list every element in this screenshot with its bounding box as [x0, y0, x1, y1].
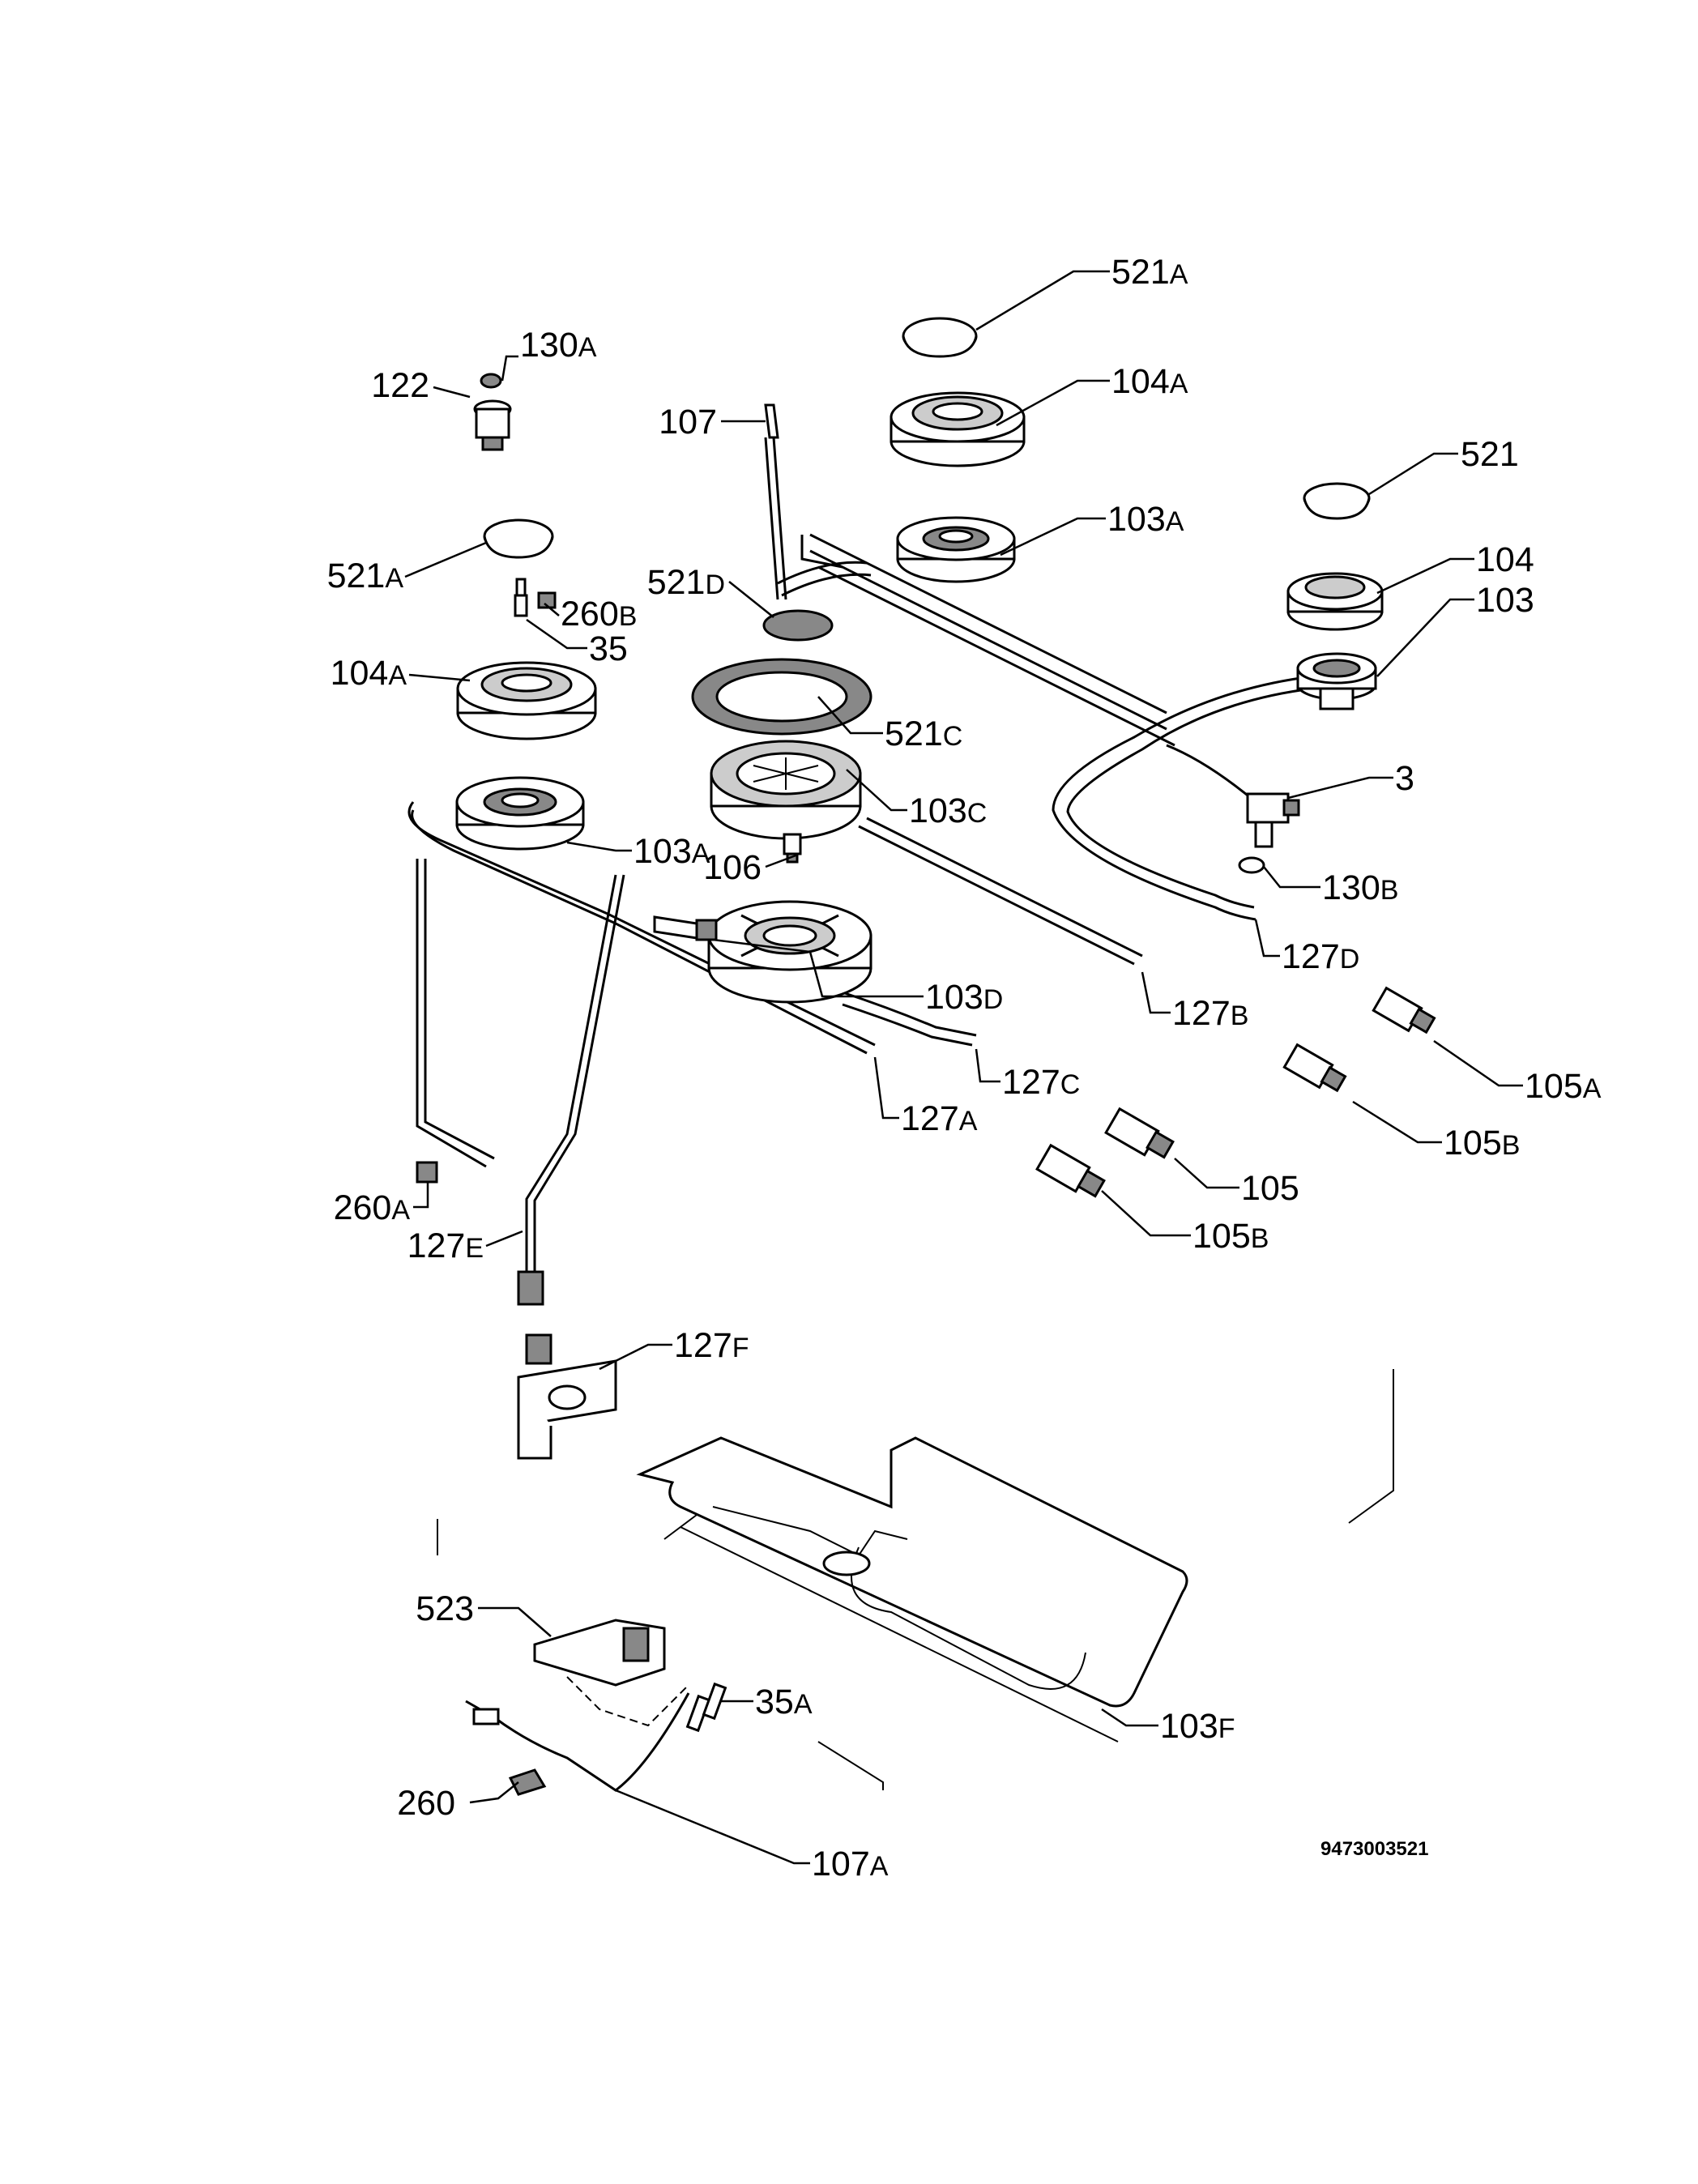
burner-base-103d — [707, 900, 872, 1004]
diagram-code: 9473003521 — [1320, 1838, 1428, 1860]
burner-crown-104a-top — [890, 391, 1026, 467]
injector-106 — [783, 833, 802, 864]
label-103a-left: 103A — [634, 832, 710, 871]
spark-plug-35 — [514, 578, 528, 617]
injector-105b-low — [1035, 1143, 1106, 1198]
label-103c: 103C — [909, 791, 987, 830]
label-127f: 127F — [674, 1326, 749, 1365]
burner-cap-521a-left — [483, 518, 554, 559]
frame-marks — [437, 1369, 1394, 1790]
burner-crown-104a-left — [456, 661, 597, 740]
callout-labels: 521A 104A 521 103A 104 103 3 130B 127D 1… — [327, 253, 1602, 1883]
label-127e: 127E — [407, 1226, 484, 1265]
clip-260a — [416, 1161, 438, 1184]
label-521d: 521D — [647, 563, 725, 602]
label-35a: 35A — [755, 1683, 813, 1721]
label-521c: 521C — [885, 714, 962, 753]
nut-130a — [480, 373, 502, 389]
spark-plug-35a — [685, 1682, 727, 1733]
injector-105 — [1104, 1107, 1175, 1159]
label-107a: 107A — [812, 1845, 889, 1883]
label-122: 122 — [371, 366, 429, 405]
label-127a: 127A — [901, 1099, 978, 1138]
label-105a: 105A — [1525, 1067, 1602, 1106]
burner-cap-521a-top — [902, 317, 978, 358]
burner-crown-104 — [1286, 572, 1384, 631]
label-105b-right: 105B — [1444, 1124, 1520, 1162]
burner-cap-521 — [1303, 482, 1371, 520]
label-127d: 127D — [1282, 937, 1359, 976]
label-104a-top: 104A — [1111, 362, 1188, 401]
label-103f: 103F — [1160, 1707, 1235, 1746]
bracket-127f — [517, 1333, 617, 1460]
label-103d: 103D — [925, 978, 1003, 1017]
label-106: 106 — [703, 848, 762, 887]
label-107: 107 — [659, 403, 717, 441]
clip-260b — [537, 591, 557, 609]
label-130a: 130A — [520, 326, 597, 365]
label-127b: 127B — [1172, 994, 1248, 1033]
label-127c: 127C — [1002, 1063, 1080, 1102]
injector-105a — [1372, 986, 1436, 1034]
burner-base-103c — [710, 740, 862, 840]
injector-105b-right — [1282, 1043, 1347, 1093]
burner-tray-103f — [636, 1436, 1188, 1743]
label-105b-low: 105B — [1192, 1217, 1269, 1256]
label-3: 3 — [1395, 759, 1414, 798]
gas-tap-3 — [1166, 744, 1300, 848]
label-104a-left: 104A — [331, 654, 407, 693]
label-103a-top: 103A — [1107, 500, 1184, 539]
thermocouple-107a-end — [472, 1708, 500, 1725]
ignition-block-523 — [533, 1619, 689, 1727]
label-105: 105 — [1241, 1169, 1299, 1208]
gasket-521d — [762, 609, 834, 642]
spark-plug-near-103d — [653, 915, 718, 941]
fitting-122 — [473, 399, 512, 451]
label-35: 35 — [589, 629, 628, 668]
label-521a-top: 521A — [1111, 253, 1188, 292]
label-521: 521 — [1461, 435, 1519, 474]
burner-base-103a-top — [896, 516, 1016, 583]
label-260b: 260B — [561, 595, 637, 633]
washer-130b — [1238, 856, 1265, 874]
label-103: 103 — [1476, 581, 1534, 620]
gasket-ring-521c — [691, 658, 872, 736]
burner-base-103a-left — [455, 776, 585, 851]
label-260: 260 — [397, 1784, 455, 1823]
label-260a: 260A — [334, 1188, 411, 1227]
pipe-connector-127e — [517, 1270, 544, 1306]
thermocouple-tip-107 — [764, 403, 779, 439]
label-104: 104 — [1476, 540, 1534, 579]
burner-base-103 — [1296, 652, 1377, 710]
leader-lines — [404, 270, 1523, 1865]
clip-260 — [508, 1768, 547, 1796]
label-130b: 130B — [1322, 868, 1398, 907]
label-521a-left: 521A — [327, 557, 404, 595]
label-523: 523 — [416, 1589, 474, 1628]
